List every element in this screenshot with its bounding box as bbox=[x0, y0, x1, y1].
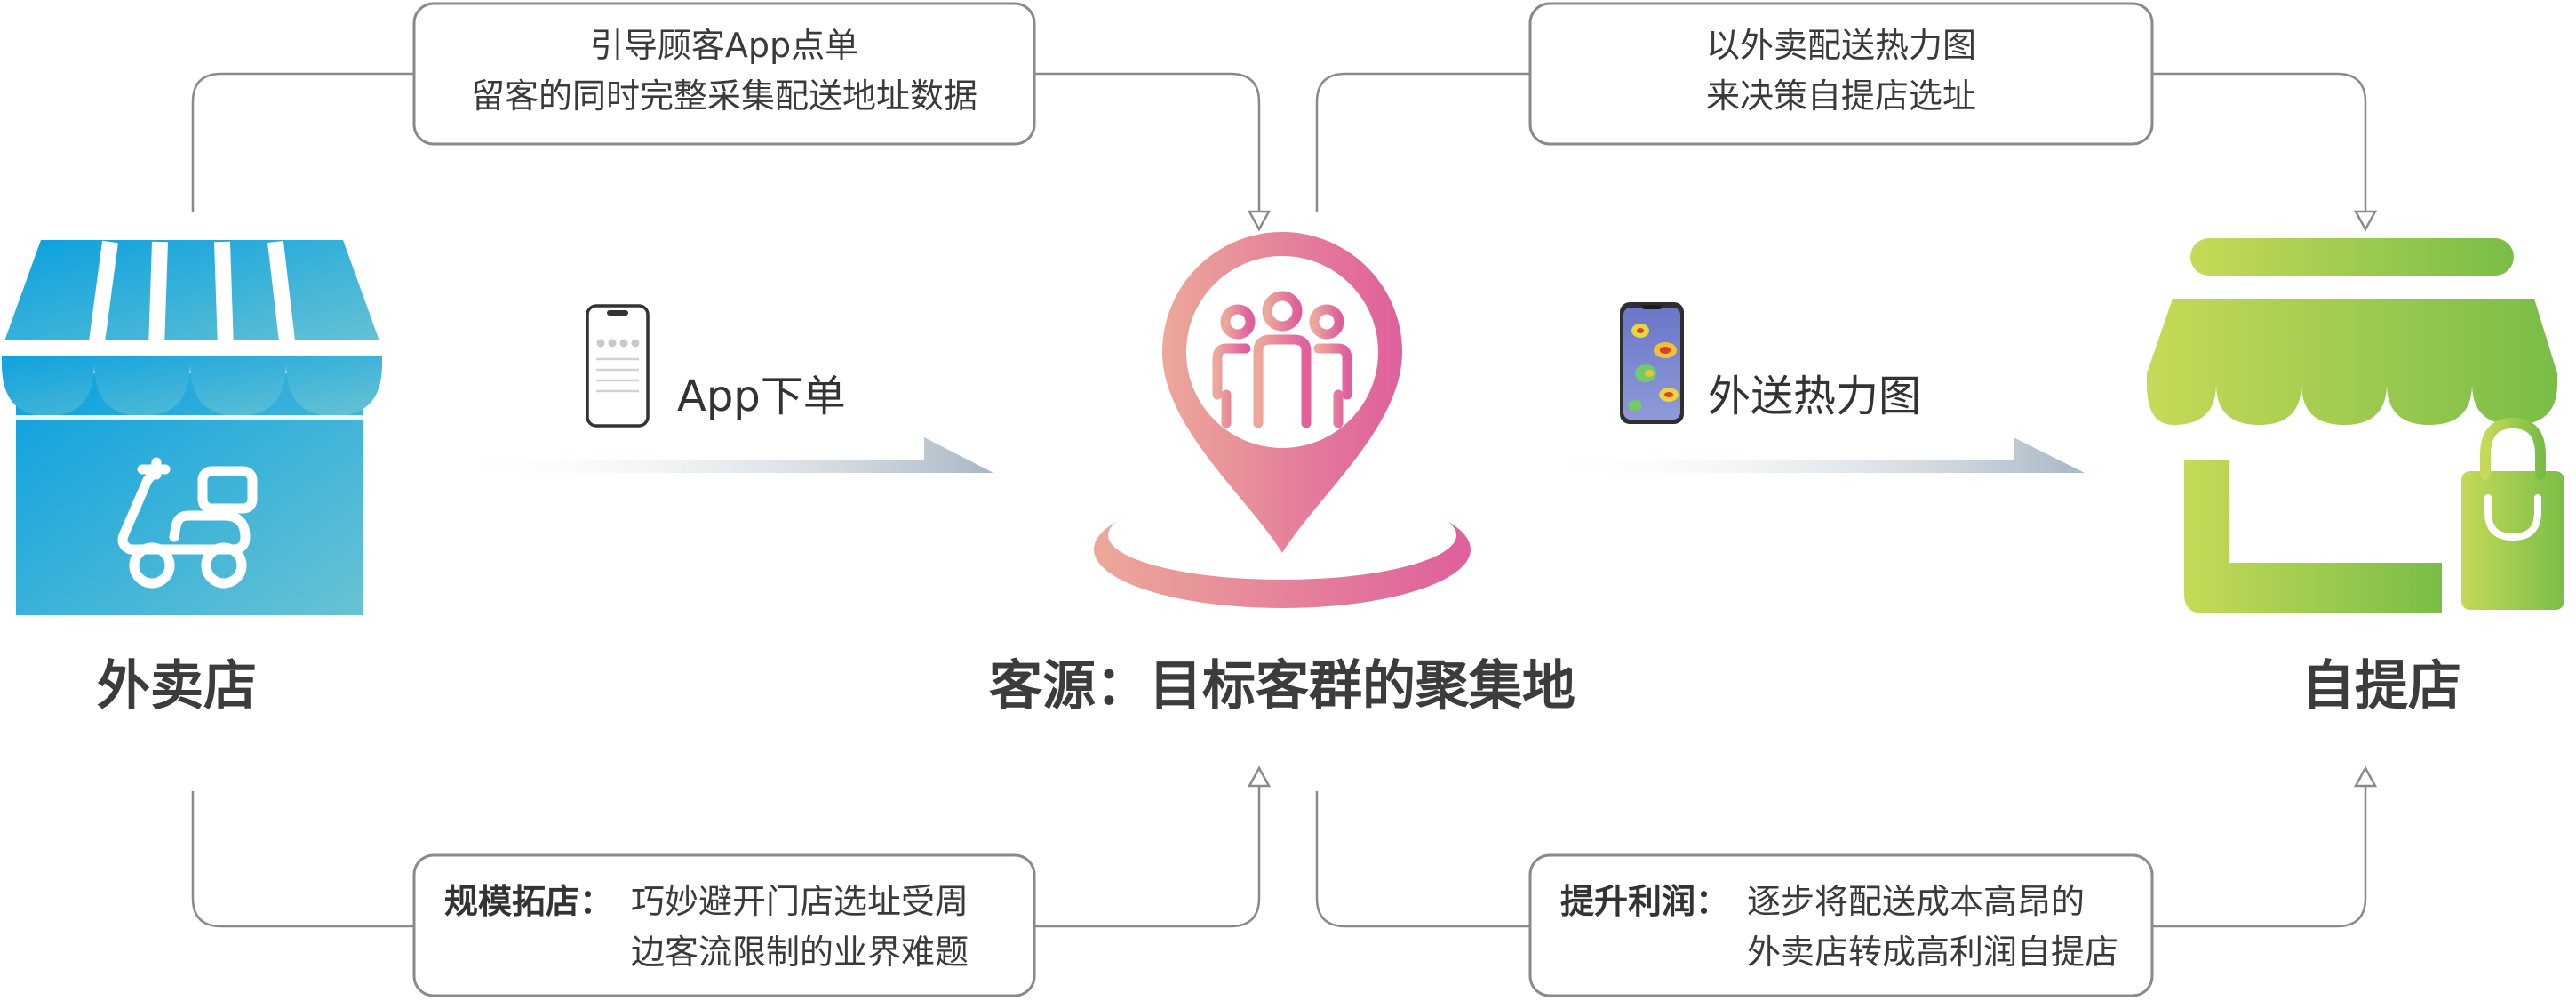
connector-top-left-b bbox=[1034, 72, 1261, 212]
node-center-label: 客源：目标客群的聚集地 bbox=[989, 655, 1575, 717]
flow-app-order: App下单 bbox=[441, 304, 993, 473]
arrowhead-down-right-icon bbox=[2353, 210, 2378, 232]
connector-top-right-b bbox=[2152, 72, 2367, 212]
connector-lines bbox=[191, 72, 2367, 928]
box-bottom-left-line1: 巧妙避开门店选址受周 bbox=[631, 882, 969, 921]
box-bottom-left-line2: 边客流限制的业界难题 bbox=[631, 933, 969, 972]
connector-top-left-a bbox=[191, 72, 414, 212]
box-bottom-right-title: 提升利润： bbox=[1560, 882, 1729, 921]
node-left-label: 外卖店 bbox=[97, 655, 257, 717]
takeout-store-icon bbox=[0, 240, 385, 615]
connector-arrowheads bbox=[1247, 210, 2378, 788]
box-bottom-right: 提升利润： 逐步将配送成本高昂的 外卖店转成高利润自提店 bbox=[1528, 853, 2154, 997]
box-bottom-right-line1: 逐步将配送成本高昂的 bbox=[1747, 882, 2085, 921]
heatmap-phone-icon bbox=[1620, 302, 1684, 424]
delivery-scooter-icon bbox=[117, 457, 258, 589]
shopping-bag-icon bbox=[2454, 417, 2572, 617]
flow-app-order-label: App下单 bbox=[677, 372, 846, 421]
connector-top-right-a bbox=[1315, 72, 1530, 212]
box-top-left-line2: 留客的同时完整采集配送地址数据 bbox=[471, 76, 977, 116]
box-top-right: 以外卖配送热力图 来决策自提店选址 bbox=[1528, 2, 2154, 146]
arrowhead-up-right-icon bbox=[2353, 765, 2378, 788]
box-bottom-left-title: 规模拓店： bbox=[444, 882, 613, 921]
smartphone-icon bbox=[586, 304, 650, 428]
box-bottom-right-line2: 外卖店转成高利润自提店 bbox=[1747, 933, 2118, 972]
flow-arrow-band-1 bbox=[441, 437, 993, 473]
connector-bottom-left-b bbox=[1034, 782, 1261, 928]
box-top-left: 引导顾客App点单 留客的同时完整采集配送地址数据 bbox=[412, 2, 1036, 146]
arrowhead-up-center-icon bbox=[1247, 765, 1272, 788]
flow-heatmap: 外送热力图 bbox=[1528, 302, 2085, 473]
connector-bottom-right-b bbox=[2152, 782, 2367, 928]
connector-bottom-left-a bbox=[191, 791, 414, 928]
flow-arrow-band-2 bbox=[1528, 437, 2085, 473]
customer-location-pin-icon bbox=[1094, 232, 1471, 608]
box-bottom-left: 规模拓店： 巧妙避开门店选址受周 边客流限制的业界难题 bbox=[412, 853, 1036, 997]
people-group-icon bbox=[1212, 291, 1352, 428]
box-top-right-line1: 以外卖配送热力图 bbox=[1706, 26, 1976, 65]
pickup-store-icon bbox=[2147, 238, 2572, 617]
flow-heatmap-label: 外送热力图 bbox=[1708, 372, 1921, 421]
node-right-label: 自提店 bbox=[2301, 655, 2461, 717]
arrowhead-down-center-icon bbox=[1247, 210, 1272, 232]
box-top-left-line1: 引导顾客App点单 bbox=[590, 26, 858, 65]
box-top-right-line2: 来决策自提店选址 bbox=[1706, 76, 1976, 116]
connector-bottom-right-a bbox=[1315, 791, 1530, 928]
